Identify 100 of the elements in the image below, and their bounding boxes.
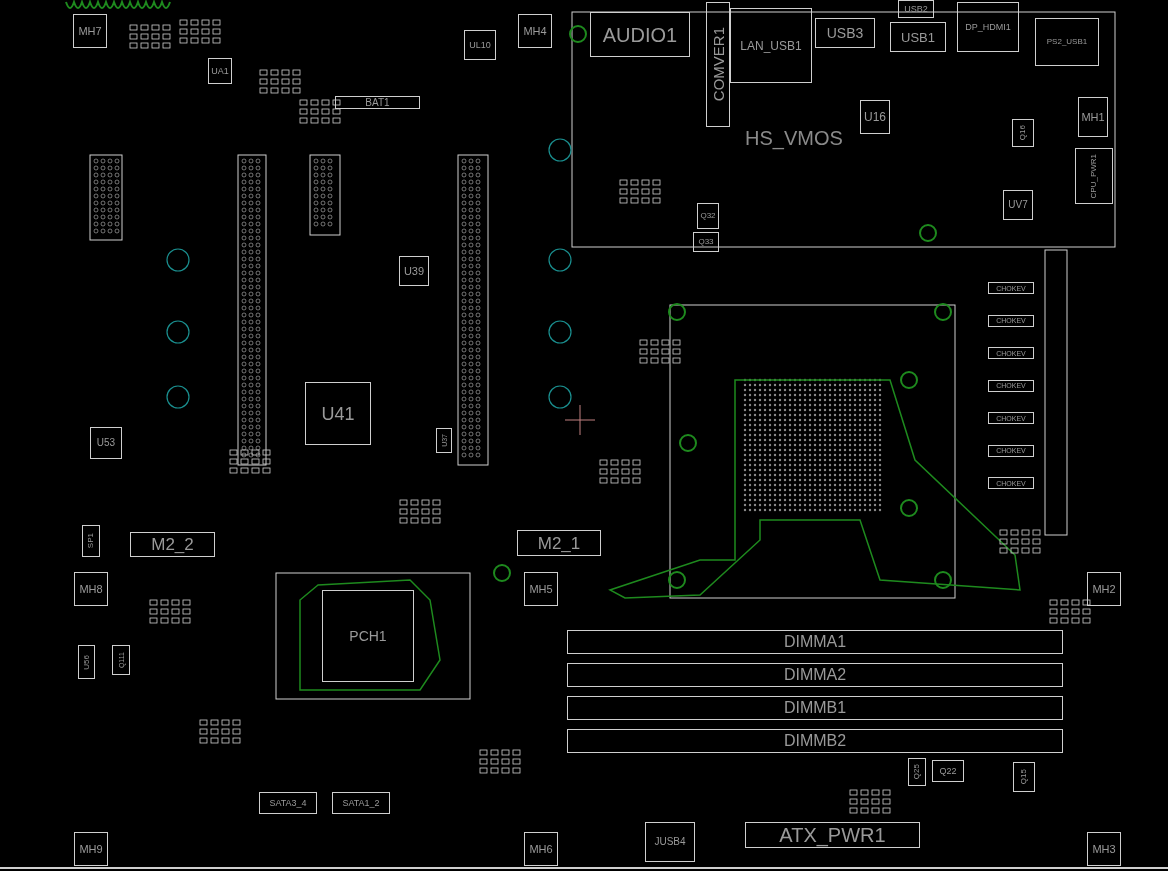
reference-designator: SATA3_4 bbox=[269, 798, 307, 808]
component-footprint bbox=[74, 572, 108, 606]
component-footprint bbox=[1075, 148, 1113, 204]
reference-designator: Q22 bbox=[939, 766, 957, 776]
reference-designator: UL10 bbox=[469, 40, 491, 50]
reference-designator: DIMMB2 bbox=[783, 733, 847, 749]
reference-designator: SP1 bbox=[87, 533, 95, 549]
component-footprint bbox=[130, 532, 215, 557]
reference-designator: Q25 bbox=[913, 764, 921, 780]
reference-designator: DIMMB1 bbox=[783, 700, 847, 716]
reference-designator: DIMMA1 bbox=[783, 634, 847, 650]
reference-designator: PCH1 bbox=[349, 629, 387, 643]
reference-designator: Q33 bbox=[698, 238, 714, 246]
component-footprint bbox=[693, 232, 719, 252]
component-footprint bbox=[645, 822, 695, 862]
component-footprint bbox=[1003, 190, 1033, 220]
reference-designator: U41 bbox=[321, 404, 355, 423]
reference-designator: U39 bbox=[403, 265, 425, 277]
reference-designator: MH6 bbox=[529, 843, 553, 855]
component-footprint bbox=[898, 0, 934, 18]
component-footprint bbox=[988, 347, 1034, 359]
reference-designator: CPU_PWR1 bbox=[1090, 153, 1098, 199]
component-footprint bbox=[1087, 832, 1121, 866]
component-footprint bbox=[860, 100, 890, 134]
reference-designator: Q15 bbox=[1020, 769, 1028, 785]
component-footprint bbox=[259, 792, 317, 814]
component-footprint bbox=[208, 58, 232, 84]
component-footprint bbox=[1012, 119, 1034, 147]
component-footprint bbox=[988, 477, 1034, 489]
reference-designator: Q16 bbox=[1019, 125, 1027, 141]
reference-designator: PS2_USB1 bbox=[1046, 38, 1088, 46]
component-footprint bbox=[567, 696, 1063, 720]
component-footprint bbox=[706, 2, 730, 127]
component-footprint bbox=[332, 792, 390, 814]
reference-designator: AUDIO1 bbox=[602, 24, 678, 45]
component-footprint bbox=[1087, 572, 1121, 606]
reference-designator: BAT1 bbox=[365, 97, 390, 108]
component-footprint bbox=[112, 645, 130, 675]
reference-designator: LAN_USB1 bbox=[740, 39, 802, 52]
component-footprint bbox=[436, 428, 452, 453]
reference-designator: MH2 bbox=[1092, 583, 1116, 595]
component-footprint bbox=[988, 444, 1034, 457]
reference-designator: U53 bbox=[96, 438, 116, 448]
component-footprint bbox=[399, 256, 429, 286]
component-footprint bbox=[988, 379, 1034, 392]
component-footprint bbox=[932, 760, 964, 782]
component-footprint bbox=[988, 412, 1034, 424]
component-footprint bbox=[335, 96, 420, 109]
reference-designator: M2_2 bbox=[151, 536, 194, 553]
reference-designator: USB1 bbox=[901, 30, 935, 44]
component-footprint bbox=[988, 282, 1034, 294]
component-footprint bbox=[82, 525, 100, 557]
reference-designator: MH5 bbox=[529, 583, 553, 595]
reference-designator: MH1 bbox=[1081, 111, 1105, 123]
component-footprint bbox=[590, 12, 690, 57]
reference-designator: MH9 bbox=[79, 843, 103, 855]
reference-designator: USB3 bbox=[826, 26, 864, 40]
component-footprint bbox=[567, 663, 1063, 687]
reference-designator: SATA1_2 bbox=[342, 798, 380, 808]
component-footprint bbox=[730, 8, 812, 83]
reference-designator: MH4 bbox=[523, 25, 547, 37]
component-footprint bbox=[957, 2, 1019, 52]
component-footprint bbox=[815, 18, 875, 48]
component-footprint bbox=[73, 14, 107, 48]
component-footprint bbox=[524, 572, 558, 606]
component-footprint bbox=[517, 530, 601, 556]
component-footprint bbox=[322, 590, 414, 682]
reference-designator: Q32 bbox=[700, 212, 716, 220]
reference-designator: DP_HDMI1 bbox=[965, 22, 1011, 32]
reference-designator: MH8 bbox=[79, 583, 103, 595]
component-footprint bbox=[524, 832, 558, 866]
reference-designator: UA1 bbox=[211, 66, 229, 76]
component-footprint bbox=[988, 314, 1034, 327]
reference-designator: U16 bbox=[864, 111, 886, 123]
reference-designator: USB2 bbox=[904, 4, 928, 14]
component-footprint bbox=[1078, 97, 1108, 137]
reference-designator: COMVER1 bbox=[710, 27, 726, 102]
component-footprint bbox=[567, 630, 1063, 654]
component-footprint bbox=[74, 832, 108, 866]
component-footprint bbox=[908, 758, 926, 786]
reference-designator: M2_1 bbox=[537, 534, 581, 552]
component-footprint bbox=[1035, 18, 1099, 66]
component-footprint bbox=[745, 822, 920, 848]
component-footprint bbox=[518, 14, 552, 48]
component-footprint bbox=[1013, 762, 1035, 792]
reference-designator: JUSB4 bbox=[654, 837, 686, 847]
component-footprint bbox=[305, 382, 371, 445]
component-footprint bbox=[464, 30, 496, 60]
component-footprint bbox=[78, 645, 95, 679]
component-footprint bbox=[90, 427, 122, 459]
reference-designator: ATX_PWR1 bbox=[779, 825, 886, 845]
silkscreen-label: HS_VMOS bbox=[745, 128, 843, 148]
component-footprint bbox=[890, 22, 946, 52]
reference-designator: MH7 bbox=[78, 25, 102, 37]
reference-designator: DIMMA2 bbox=[783, 667, 847, 683]
component-footprint bbox=[697, 203, 719, 229]
component-footprint bbox=[567, 729, 1063, 753]
reference-designator: MH3 bbox=[1092, 843, 1116, 855]
reference-designator: U56 bbox=[82, 654, 91, 670]
reference-designator: UV7 bbox=[1008, 200, 1028, 210]
